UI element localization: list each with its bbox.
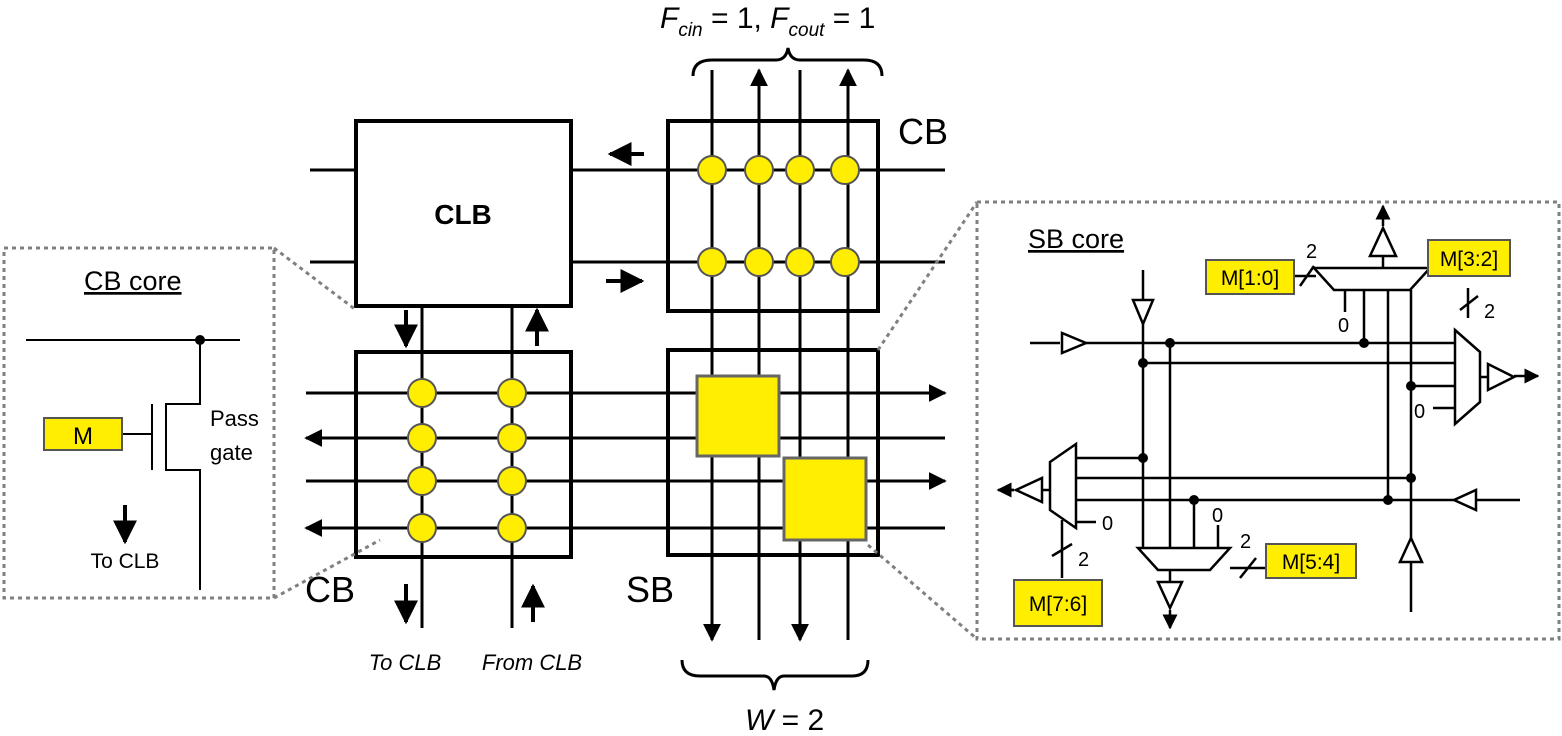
top-brace: [691, 47, 884, 77]
bus-width-s: 2: [1240, 531, 1251, 553]
cb-top-label: CB: [898, 111, 948, 152]
mux-south: [1135, 546, 1233, 572]
pass-label: Pass: [210, 406, 259, 431]
fcin-fcout-label: Fcin = 1, Fcout = 1: [660, 2, 875, 41]
bus-width-n: 2: [1306, 241, 1317, 263]
bus-width-w: 2: [1078, 549, 1089, 571]
sb-mem-boxes: [1013, 239, 1511, 627]
cb-core-mem-label: M: [73, 423, 93, 450]
buffer-north-in-icon: [1131, 298, 1155, 328]
cb-top-block: [666, 119, 880, 313]
sb-block: [666, 348, 880, 557]
sb-zoom-line-bottom: [867, 543, 978, 641]
buffer-south-in-icon: [1398, 534, 1424, 564]
zero-s: 0: [1212, 505, 1223, 527]
bus-width-e: 2: [1484, 301, 1495, 323]
zero-w: 0: [1102, 513, 1113, 535]
cb-zoom-line-top: [273, 246, 357, 312]
m76-label: M[7:6]: [1029, 593, 1087, 616]
buffer-west-in-icon: [1060, 331, 1090, 355]
buffer-east-in-icon: [1450, 488, 1478, 512]
mux-east: [1453, 327, 1482, 427]
gate-label: gate: [210, 440, 253, 465]
mux-west: [1048, 441, 1078, 531]
sb-core-junctions: [1138, 338, 1416, 505]
mux-north: [1311, 266, 1433, 292]
m54-label: M[5:4]: [1282, 551, 1340, 574]
to-clb-label: To CLB: [369, 650, 442, 675]
clb-label: CLB: [434, 199, 492, 230]
zero-n: 0: [1338, 315, 1349, 337]
cb-core-memory-cell: [43, 417, 123, 451]
w-label: W = 2: [745, 704, 824, 736]
sb-zoom-line-top: [876, 201, 979, 351]
bottom-brace: [680, 659, 870, 691]
m32-label: M[3:2]: [1440, 248, 1498, 271]
cb-top-switches: [697, 155, 860, 277]
sb-label: SB: [626, 569, 674, 610]
pass-gate-drain-source: [165, 340, 201, 590]
clb-block: [354, 119, 573, 308]
sb-core-wires: [1000, 212, 1530, 625]
cb-core-title: CB core: [84, 266, 182, 296]
m10-label: M[1:0]: [1221, 267, 1279, 290]
from-clb-label: From CLB: [482, 650, 582, 675]
sb-core-title: SB core: [1028, 224, 1124, 254]
sb-switch-box-1: [695, 374, 781, 458]
cb-bottom-block: [354, 350, 573, 559]
zero-e: 0: [1414, 401, 1425, 423]
cb-core-to-clb: To CLB: [91, 550, 160, 573]
cb-bottom-label: CB: [305, 569, 355, 610]
cb-bottom-switches: [407, 378, 527, 543]
bus-width-slashes: [1051, 265, 1479, 579]
sb-switch-box-2: [782, 456, 868, 542]
